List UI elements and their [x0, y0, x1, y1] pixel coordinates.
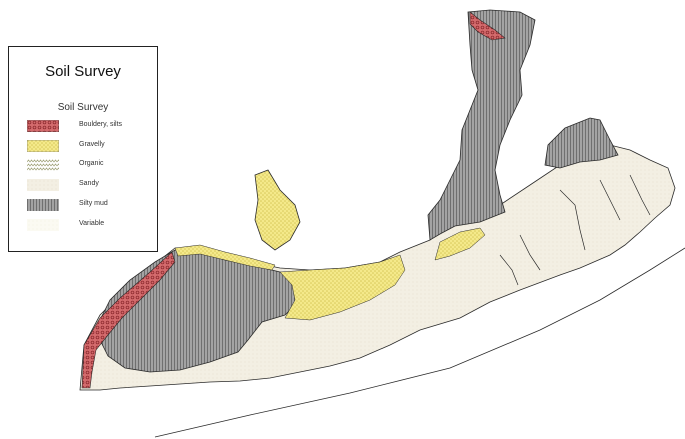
legend-label: Sandy	[79, 180, 99, 187]
region-gravel-north	[174, 244, 276, 271]
region-east-silt	[544, 117, 619, 169]
legend-label: Silty mud	[79, 200, 108, 207]
legend-label: Gravelly	[79, 141, 105, 148]
legend-title: Soil Survey	[45, 63, 121, 80]
region-bouldery-north	[469, 11, 506, 41]
map-legend: Soil Survey Soil Survey Bouldery, silts …	[8, 46, 158, 252]
legend-swatch-sandy	[27, 179, 59, 191]
legend-swatch-organic	[27, 159, 59, 171]
legend-item-bouldery: Bouldery, silts	[27, 120, 157, 133]
legend-swatch-silty-mud	[27, 199, 59, 211]
legend-label: Bouldery, silts	[79, 121, 123, 128]
legend-item-variable: Variable	[27, 219, 157, 232]
legend-subtitle: Soil Survey	[57, 102, 109, 113]
legend-item-silty-mud: Silty mud	[27, 199, 157, 212]
legend-swatch-variable	[27, 219, 59, 231]
legend-item-sandy: Sandy	[27, 179, 157, 192]
region-gravel-east	[434, 227, 486, 261]
legend-item-organic: Organic	[27, 159, 157, 172]
legend-item-gravelly: Gravelly	[27, 140, 157, 153]
region-gravel-central	[279, 254, 406, 321]
legend-swatch-bouldery	[27, 120, 59, 132]
region-gravel-island	[254, 169, 301, 251]
region-bouldery	[81, 251, 176, 389]
legend-swatch-gravelly	[27, 140, 59, 152]
legend-label: Variable	[79, 220, 105, 227]
shoreline	[154, 247, 685, 438]
east-coast-inlets	[499, 174, 651, 286]
region-north-peninsula	[427, 9, 536, 241]
legend-label: Organic	[79, 160, 104, 167]
